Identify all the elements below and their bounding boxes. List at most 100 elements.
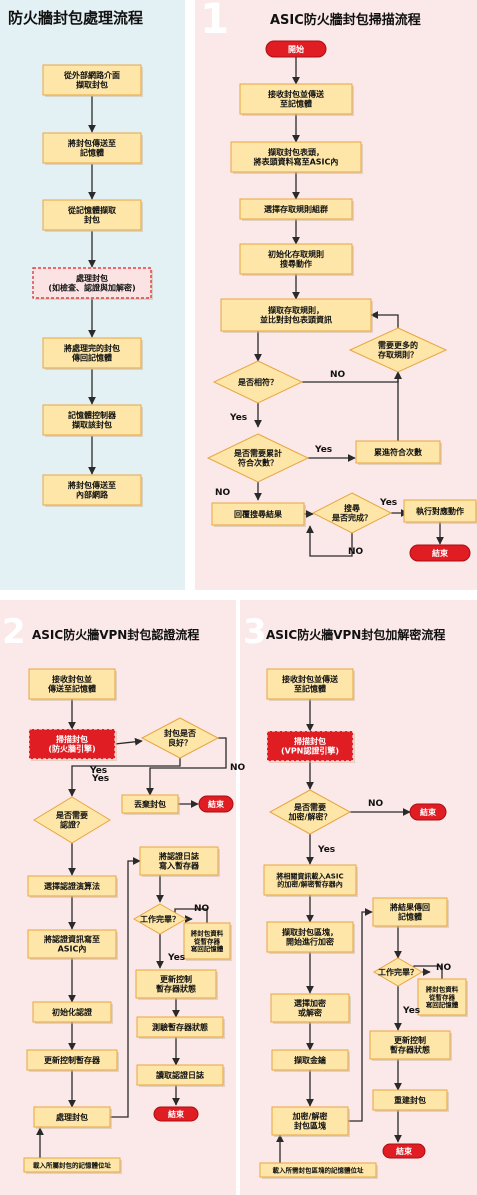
- p3-edge-to-return: [348, 908, 373, 1122]
- p2-step-9: 將封包資料從暫存器寫回記憶體: [183, 922, 232, 961]
- p1-step-7-shape: [403, 499, 477, 523]
- p2-step-0-label: 接收封包並傳送至記憶體: [47, 674, 96, 694]
- p3-decision-crypto: 是否需要加密/解密？: [268, 789, 352, 835]
- p3-decision-done: 工作完畢？: [373, 957, 423, 987]
- p1-step-4-label: 擷取存取規則，並比對封包表頭資訊: [260, 305, 332, 325]
- p3-step-0-shape: [266, 668, 354, 700]
- p3-step-9-shape: [369, 1030, 451, 1060]
- left-step-4-shape: [42, 337, 142, 369]
- p2-step-0: 接收封包並傳送至記憶體: [28, 668, 117, 701]
- p2-step-9-label: 將封包資料從暫存器寫回記憶體: [191, 928, 224, 953]
- p2-label-done-yes: Yes: [167, 953, 185, 963]
- panel3-number: 3: [243, 612, 267, 652]
- left-step-2-label: 從記憶體擷取封包: [67, 205, 116, 225]
- p1-decision-accumulate: 是否需要累計符合次數？: [206, 433, 310, 483]
- p1-decision-match-shape: [212, 360, 304, 404]
- p2-step-7-shape: [33, 1106, 111, 1128]
- p1-label-done-yes: Yes: [379, 498, 397, 508]
- p3-end1-terminal-label: 結束: [420, 807, 437, 817]
- p2-step-5-label: 初始化認證: [52, 1007, 93, 1017]
- p3-step-4: 選擇加密或解密: [270, 993, 351, 1024]
- p3-end1-terminal-shape: [409, 803, 447, 821]
- p1-label-yes-match: Yes: [229, 413, 247, 423]
- panel1-number: 1: [200, 0, 230, 43]
- p2-end2-terminal-shape: [153, 1106, 199, 1122]
- left-step-2: 從記憶體擷取封包: [42, 199, 143, 232]
- p1-step-0: 接收封包並傳送至記憶體: [239, 83, 354, 116]
- p1-step-1: 擷取封包表頭，將表頭資料寫至ASIC內: [230, 141, 363, 174]
- p3-step-9: 更新控制暫存器狀態: [369, 1030, 452, 1061]
- p1-start-terminal: 開始: [265, 40, 327, 58]
- p2-step-1-shape: [28, 728, 116, 760]
- p3-decision-crypto-label: 是否需要加密/解密？: [288, 802, 332, 822]
- p3-step-7-shape: [372, 897, 448, 927]
- p1-step-6: 回覆搜尋結果: [211, 502, 306, 527]
- p2-step-3: 選擇認證演算法: [27, 875, 118, 898]
- left-step-0-label: 從外部網路介面擷取封包: [63, 70, 120, 90]
- left-step-3-label: 處理封包(如檢查、認證與加解密): [48, 273, 135, 293]
- left-step-4-label: 將處理完的封包傳回記憶體: [64, 343, 120, 363]
- p1-step-2-shape: [239, 198, 353, 220]
- p2-end1-terminal-shape: [198, 795, 234, 813]
- p2-end2-terminal-label: 結束: [168, 1109, 185, 1119]
- p1-decision-done-label: 搜尋是否完成？: [331, 503, 372, 523]
- p2-step-10: 更新控制暫存器狀態: [135, 969, 218, 1000]
- p3-step-11-shape: [259, 1162, 377, 1178]
- p2-step-3-label: 選擇認證演算法: [44, 881, 100, 891]
- p1-end-terminal: 結束: [409, 544, 471, 562]
- p2-step-2-label: 丟棄封包: [134, 799, 166, 809]
- p1-decision-more-rules: 需要更多的存取規則？: [348, 327, 448, 373]
- p1-decision-done: 搜尋是否完成？: [311, 492, 393, 534]
- p2-edge-to-log: [110, 857, 141, 1118]
- p2-decision-auth-label: 是否需要認證？: [55, 810, 88, 830]
- p1-step-7: 執行對應動作: [403, 499, 477, 524]
- p2-decision-done-label: 工作完畢？: [140, 914, 180, 924]
- p2-step-3-shape: [27, 875, 117, 897]
- flow-edges: [36, 57, 444, 1163]
- p1-step-1-shape: [230, 141, 362, 173]
- p1-step-3-shape: [239, 243, 353, 275]
- p2-label-auth-yes: Yes: [89, 766, 107, 776]
- p1-end-terminal-shape: [409, 544, 471, 562]
- p3-step-5-shape: [271, 1049, 349, 1071]
- left-step-1-label: 將封包傳送至記憶體: [68, 138, 116, 158]
- left-step-6-label: 將封包傳送至內部網路: [68, 480, 116, 500]
- p3-step-8: 將封包資料從暫存器寫回記憶體: [417, 978, 468, 1017]
- p1-label-yes-accumulate: Yes: [314, 445, 332, 455]
- p3-step-4-shape: [270, 993, 350, 1023]
- p3-end1-terminal: 結束: [409, 803, 447, 821]
- p2-step-2: 丟棄封包: [121, 794, 180, 815]
- p2-step-8-shape: [139, 846, 219, 876]
- p2-end2-terminal: 結束: [153, 1106, 199, 1122]
- p3-step-5-label: 擷取金鑰: [294, 1055, 326, 1065]
- p2-decision-auth-shape: [33, 796, 111, 844]
- p1-edge-more-yes: [370, 311, 399, 328]
- p2-decision-done: 工作完畢？: [132, 903, 188, 935]
- p3-step-3: 擷取封包區塊，開始進行加密: [266, 921, 355, 954]
- left-panel-title: 防火牆封包處理流程: [8, 9, 144, 27]
- left-step-1-shape: [42, 132, 142, 164]
- left-step-5-shape: [42, 404, 142, 436]
- p2-step-5-shape: [32, 1001, 112, 1023]
- p2-edge-9: [174, 908, 208, 923]
- p2-step-8: 將認證日誌寫入暫存器: [139, 846, 220, 877]
- p1-step-1-label: 擷取封包表頭，將表頭資料寫至ASIC內: [254, 147, 339, 167]
- p3-step-11: 載入所需封包區塊的記憶體位址: [259, 1162, 378, 1179]
- p3-step-3-label: 擷取封包區塊，開始進行加密: [282, 927, 338, 947]
- p1-step-5-label: 累進符合次數: [374, 447, 422, 457]
- p1-decision-more-rules-label: 需要更多的存取規則？: [377, 340, 418, 360]
- p1-label-done-no: NO: [348, 547, 364, 557]
- p2-decision-good-shape: [140, 717, 220, 759]
- p3-step-9-label: 更新控制暫存器狀態: [390, 1035, 430, 1055]
- p1-decision-match: 是否相符？: [212, 360, 304, 404]
- left-step-5: 記憶體控制器擷取該封包: [42, 404, 143, 437]
- p3-step-6: 加密/解密封包區塊: [271, 1106, 350, 1137]
- p3-step-10-label: 重建封包: [394, 1095, 426, 1105]
- p3-decision-crypto-shape: [268, 789, 352, 835]
- p2-edge-1: [114, 737, 143, 746]
- panel3-title: ASIC防火牆VPN封包加解密流程: [266, 628, 446, 642]
